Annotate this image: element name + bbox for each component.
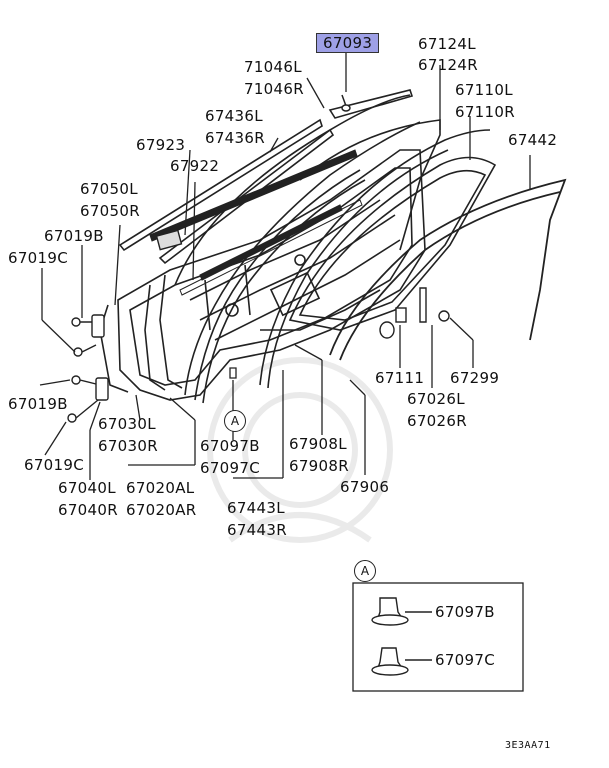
label-67442: 67442 (508, 131, 558, 149)
belt-moulding-71046 (118, 89, 414, 265)
callout-a-inset: A (354, 560, 376, 582)
hinge-lower (67, 375, 109, 423)
glass-run-channels (184, 121, 491, 404)
weatherstrip-67442 (329, 178, 567, 361)
label-67923: 67923 (136, 136, 186, 154)
label-67026l: 67026L (407, 390, 465, 408)
watermark-emblem (207, 357, 393, 543)
inset-label-67097c: 67097C (435, 651, 495, 669)
label-67908l: 67908L (289, 435, 347, 453)
inset-label-67097b: 67097B (435, 603, 495, 621)
label-67019b-low: 67019B (8, 395, 68, 413)
label-71046l: 71046L (244, 58, 302, 76)
label-67436l: 67436L (205, 107, 263, 125)
inset-box (352, 582, 524, 692)
inset-fastener-c (371, 647, 432, 676)
leader-lines (39, 52, 531, 480)
label-67040l: 67040L (58, 479, 116, 497)
label-67443r: 67443R (227, 521, 287, 539)
door-outer-frame (99, 274, 183, 393)
label-67019b-top: 67019B (44, 227, 104, 245)
label-67124l: 67124L (418, 35, 476, 53)
weatherstrip-67436 (149, 149, 363, 296)
label-67922: 67922 (170, 157, 220, 175)
label-67436r: 67436R (205, 129, 265, 147)
screw-67093 (341, 94, 351, 112)
label-67097c: 67097C (200, 459, 260, 477)
label-67019c-low: 67019C (24, 456, 84, 474)
sponge-pad-67923 (155, 229, 183, 251)
inset-fastener-b (371, 597, 432, 626)
label-67443l: 67443L (227, 499, 285, 517)
label-67110r: 67110R (455, 103, 515, 121)
stopper-67026 (419, 287, 450, 323)
label-67020al: 67020AL (126, 479, 195, 497)
label-67111: 67111 (375, 369, 425, 387)
label-67050r: 67050R (80, 202, 140, 220)
diagram-code: 3E3AA71 (505, 740, 551, 751)
label-67019c-top: 67019C (8, 249, 68, 267)
label-67040r: 67040R (58, 501, 118, 519)
fastener-67097 (229, 367, 237, 379)
label-67020ar: 67020AR (126, 501, 197, 519)
label-67908r: 67908R (289, 457, 349, 475)
label-67110l: 67110L (455, 81, 513, 99)
callout-a-main: A (224, 410, 246, 432)
label-67050l: 67050L (80, 180, 138, 198)
label-71046r: 71046R (244, 80, 304, 98)
hinge-upper (71, 314, 105, 357)
label-67097b: 67097B (200, 437, 260, 455)
highlighted-part-label[interactable]: 67093 (316, 33, 380, 53)
label-67026r: 67026R (407, 412, 467, 430)
label-67906: 67906 (340, 478, 390, 496)
label-67030r: 67030R (98, 437, 158, 455)
label-67299: 67299 (450, 369, 500, 387)
label-67030l: 67030L (98, 415, 156, 433)
clip-67111 (379, 307, 407, 339)
label-67124r: 67124R (418, 56, 478, 74)
